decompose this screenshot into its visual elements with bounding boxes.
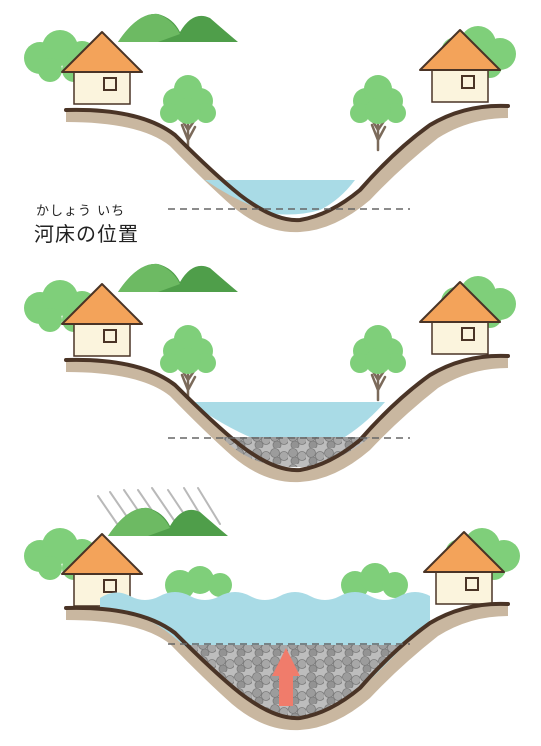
ground-line — [64, 353, 510, 473]
tree-right-icon — [348, 73, 408, 152]
panel-flood — [24, 487, 520, 731]
tree-right-icon — [348, 323, 408, 402]
river-water — [205, 180, 355, 215]
rise-arrow-icon — [272, 648, 300, 706]
panel-sediment — [24, 263, 516, 483]
mountain-icon — [118, 13, 238, 42]
river-bed-label-ruby: かしょう いち — [36, 204, 126, 219]
river-bed-label: 河床の位置 — [34, 222, 139, 246]
ground-line — [64, 103, 510, 223]
panel-normal — [24, 13, 516, 233]
mountain-icon — [118, 263, 238, 292]
ground-line — [64, 601, 510, 721]
